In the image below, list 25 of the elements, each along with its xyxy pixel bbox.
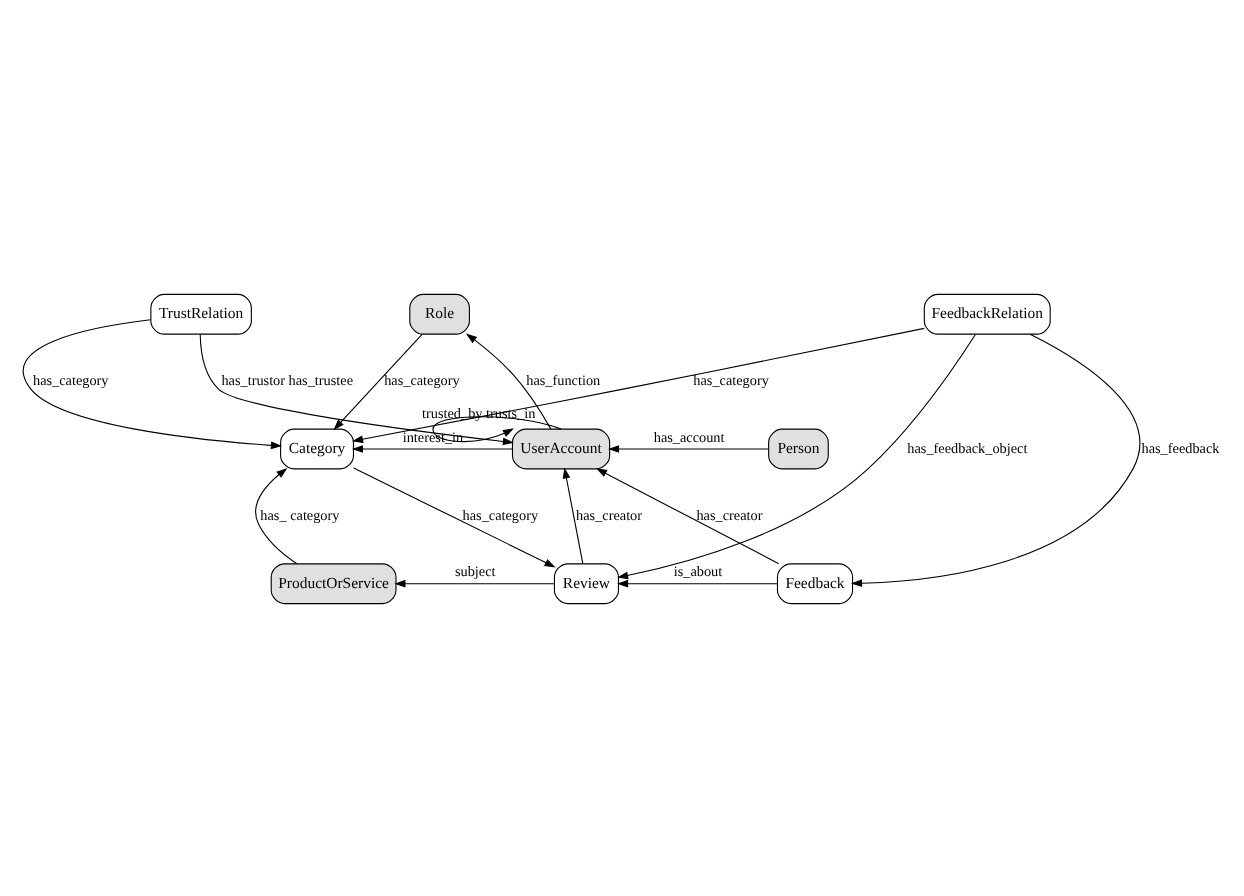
arrow [562,466,584,564]
node-box: Review [553,562,620,604]
arrow [432,415,562,442]
node-box: Category [280,427,355,469]
arrow [617,332,976,579]
arrow [199,332,514,445]
node-box: UserAccount [511,427,611,469]
arrow [394,578,555,587]
arrow [617,578,778,587]
node-box: FeedbackRelation [923,292,1051,334]
arrow [255,466,298,564]
arrow [851,332,1141,587]
node-box: TrustRelation [150,292,252,334]
node-box: Role [409,292,470,334]
arrow [608,444,769,452]
node-box: Person [768,427,829,469]
arrow [465,332,552,429]
node-box: ProductOrService [270,562,397,604]
arrow [595,467,780,564]
node-box: Feedback [776,562,854,604]
arrow [351,444,513,452]
arrow [333,332,423,430]
arrow [353,466,556,567]
arrow [352,326,925,443]
arrow [22,318,282,449]
